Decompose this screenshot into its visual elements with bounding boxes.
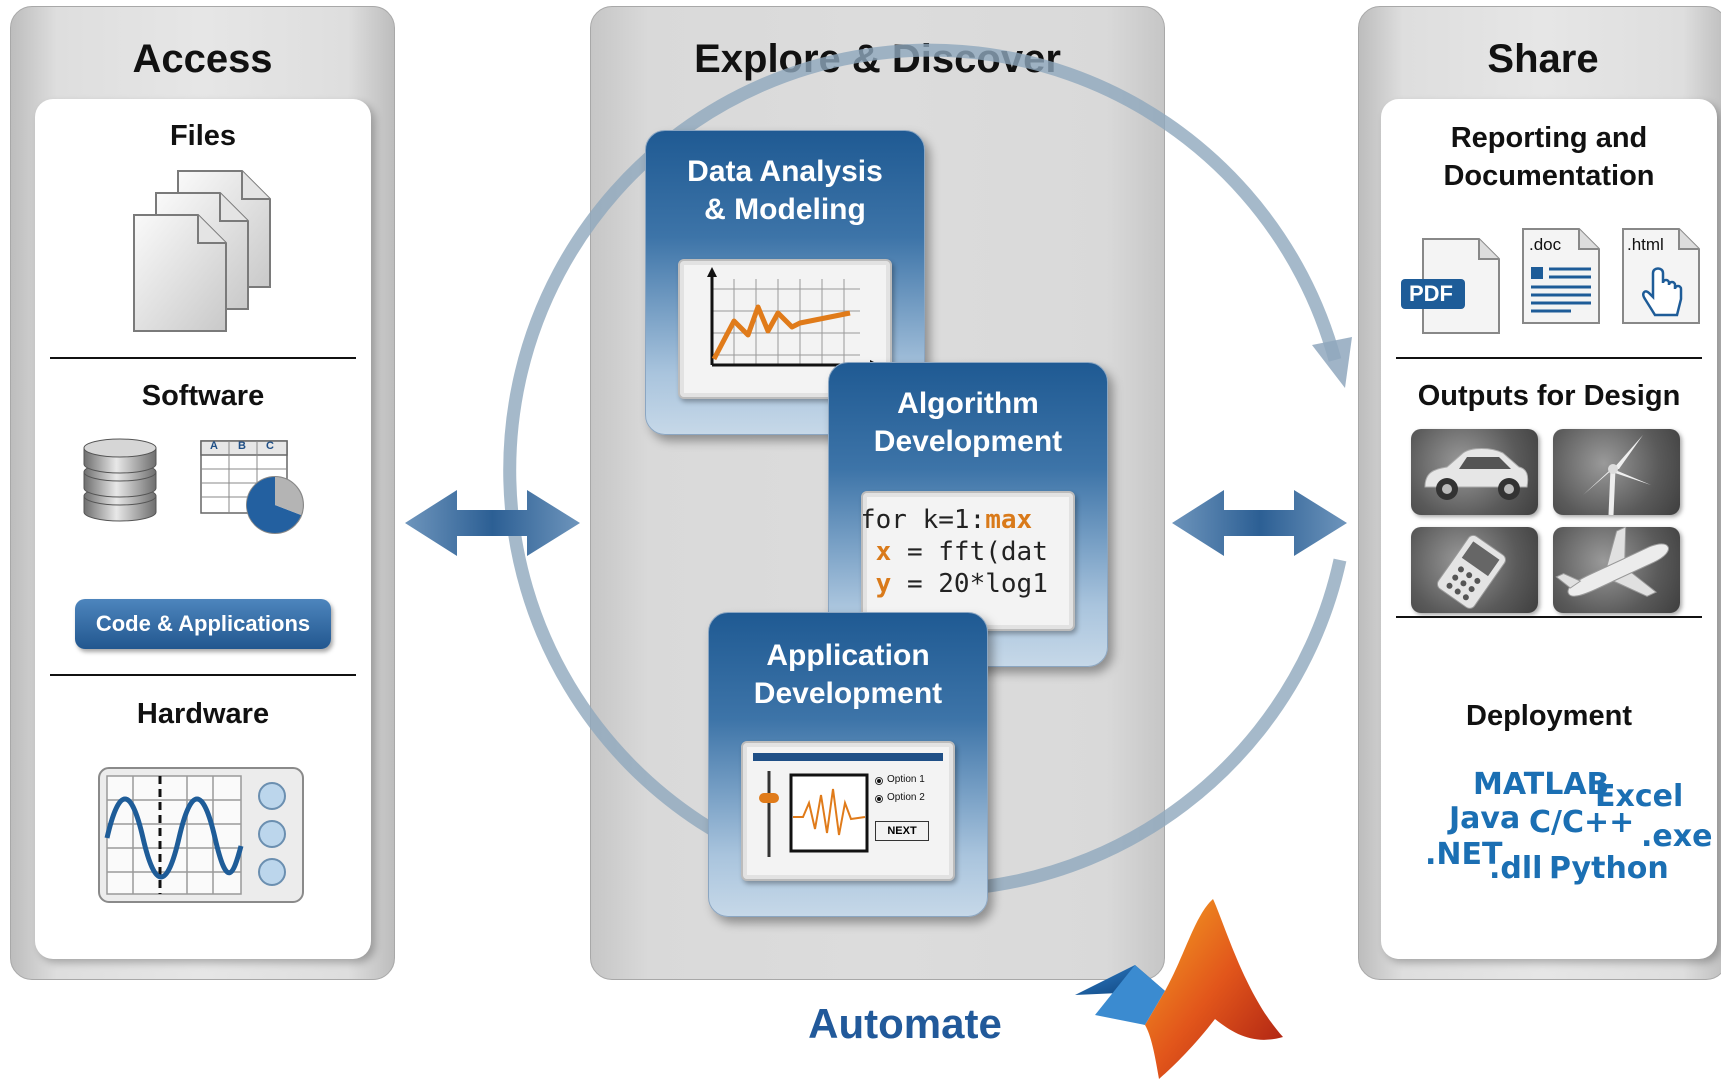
deploy-python: Python [1549, 851, 1669, 886]
files-title: Files [169, 120, 237, 152]
pdf-file-icon: PDF [1399, 237, 1503, 337]
matlab-logo-icon [1075, 899, 1283, 1079]
code-line-3: y = 20*log1 [875, 569, 1048, 599]
pdf-label: PDF [1409, 281, 1453, 306]
right-double-arrow-icon [1172, 490, 1347, 556]
automate-label: Automate [808, 1000, 1002, 1047]
card-application[interactable]: Application Development Option 1 Option … [708, 612, 988, 917]
sheet-col-a: A [210, 440, 218, 452]
next-button[interactable]: NEXT [875, 821, 929, 841]
card-data-analysis-title-2: & Modeling [704, 193, 866, 226]
divider-1 [50, 357, 356, 359]
divider-3 [1396, 357, 1702, 359]
stacked-documents-icon [133, 170, 271, 332]
divider-2 [50, 674, 356, 676]
deploy-c-cpp: C/C++ [1529, 805, 1635, 840]
access-title: Access [132, 37, 273, 81]
reporting-title-2: Documentation [1443, 160, 1655, 192]
option-2-label: Option 2 [887, 792, 925, 803]
code-line-2: x = fft(dat [875, 537, 1048, 567]
doc-label: .doc [1529, 235, 1562, 254]
spreadsheet-pie-chart-icon: A B C [199, 439, 309, 535]
card-application-title-1: Application [766, 639, 930, 672]
hardware-title: Hardware [136, 698, 270, 730]
deploy-net: .NET [1425, 837, 1503, 872]
deployment-title: Deployment [1466, 700, 1632, 732]
card-data-analysis-title-1: Data Analysis [687, 155, 883, 188]
card-application-title-2: Development [753, 677, 943, 710]
signal-plot-icon [789, 773, 869, 853]
explore-title: Explore & Discover [694, 37, 1061, 81]
left-double-arrow-icon [405, 490, 580, 556]
html-file-icon: .html [1621, 227, 1701, 327]
doc-file-icon: .doc [1521, 227, 1601, 327]
deploy-dll: .dll [1489, 851, 1543, 886]
wind-turbine-icon [1553, 429, 1680, 515]
sheet-col-c: C [266, 440, 274, 452]
deploy-exe: .exe [1641, 819, 1713, 854]
airplane-icon [1553, 527, 1680, 613]
access-panel: Access Files Software [10, 6, 395, 980]
code-line-1: for k=1:max [861, 505, 1033, 535]
slider-icon [759, 771, 779, 857]
card-algorithm-title-2: Development [873, 425, 1063, 458]
database-icon [83, 438, 157, 522]
reporting-title-1: Reporting and [1450, 122, 1648, 154]
outputs-title: Outputs for Design [1417, 380, 1681, 412]
app-title-bar [753, 753, 943, 761]
access-inner: Files Software [35, 99, 371, 959]
app-screen: Option 1 Option 2 NEXT [741, 741, 955, 881]
deploy-matlab: MATLAB [1473, 767, 1610, 802]
option-1-label: Option 1 [887, 774, 925, 785]
share-panel: Share Reporting and Documentation PDF .d… [1358, 6, 1721, 980]
mobile-phone-icon [1411, 527, 1538, 613]
car-icon [1411, 429, 1538, 515]
code-screen: for k=1:max x = fft(dat y = 20*log1 [861, 491, 1075, 631]
deploy-excel: Excel [1595, 779, 1684, 814]
deploy-java: Java [1449, 801, 1521, 836]
share-inner: Reporting and Documentation PDF .doc [1381, 99, 1717, 959]
oscilloscope-icon [98, 767, 304, 903]
radio-option-2[interactable] [875, 795, 883, 803]
html-label: .html [1627, 235, 1664, 254]
sheet-col-b: B [238, 440, 246, 452]
software-title: Software [141, 380, 265, 412]
card-algorithm-title-1: Algorithm [897, 387, 1039, 420]
share-title: Share [1487, 37, 1599, 81]
radio-option-1[interactable] [875, 777, 883, 785]
code-applications-button[interactable]: Code & Applications [75, 599, 331, 649]
divider-4 [1396, 616, 1702, 618]
